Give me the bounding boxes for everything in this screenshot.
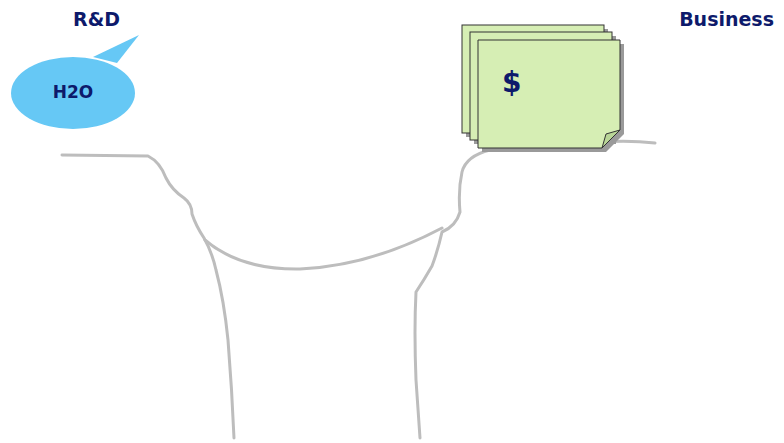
left-cliff: [62, 155, 234, 438]
note-fold: [602, 130, 620, 148]
group-label: R&D: [73, 9, 120, 31]
note-sheet: [478, 40, 620, 148]
group-label: Business: [679, 9, 774, 31]
right-cliff: [415, 141, 655, 438]
chasm-floor: [205, 228, 442, 269]
money-notes-node: Business $: [450, 5, 780, 160]
speech-bubble: [11, 57, 135, 129]
currency-symbol: $: [502, 67, 521, 99]
bubble-text: H2O: [53, 83, 94, 103]
bubble-tail: [93, 35, 139, 63]
speech-bubble-node: R&D H2O: [5, 5, 170, 137]
